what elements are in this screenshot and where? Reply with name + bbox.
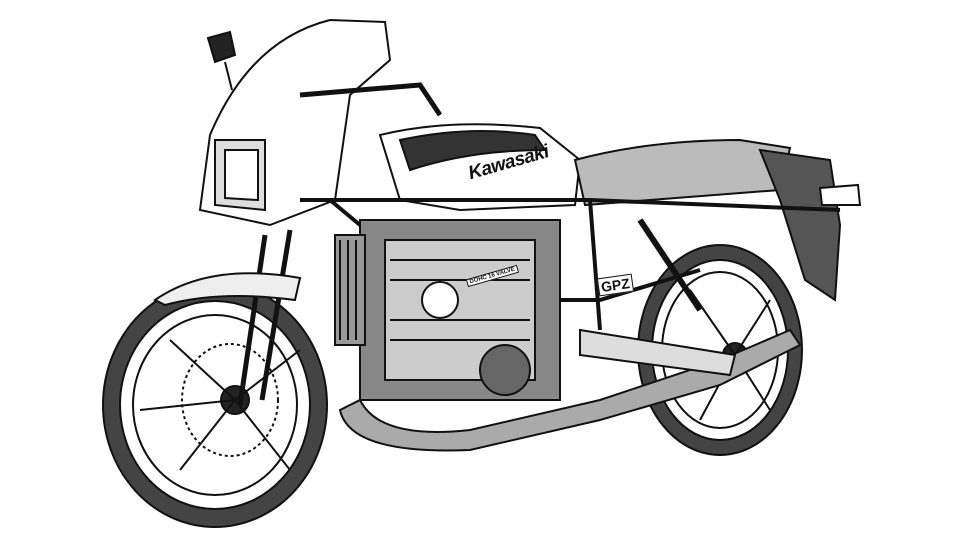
- swingarm: [579, 328, 737, 377]
- rear-shock: [637, 218, 703, 312]
- mirror: [206, 30, 237, 91]
- front-fender: [153, 272, 302, 307]
- seat: [573, 138, 792, 207]
- front-wheel: [102, 282, 328, 528]
- handlebar: [299, 82, 443, 117]
- engine: [359, 219, 561, 401]
- exhaust-pipes: [338, 328, 802, 452]
- front-fork: [237, 229, 293, 406]
